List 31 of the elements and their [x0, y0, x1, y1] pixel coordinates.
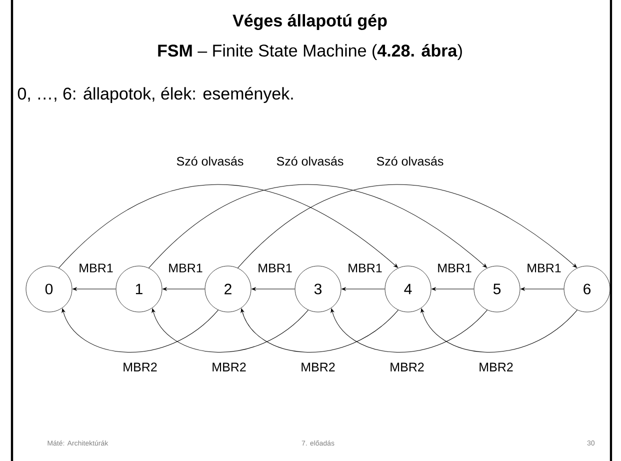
- body-text: 0, …, 6: állapotok, élek: események.: [18, 86, 293, 104]
- arrow: [342, 287, 386, 291]
- arrow: [162, 287, 206, 291]
- edge-label: MBR1: [167, 262, 204, 274]
- arrow: [148, 184, 487, 268]
- edge-label: MBR2: [388, 362, 426, 372]
- edge-label: Szó olvasás: [375, 155, 445, 167]
- arrow: [238, 184, 577, 268]
- arrow: [62, 308, 218, 352]
- subtitle: FSM – Finite State Machine (4.28. ábra): [158, 44, 462, 60]
- edge-label: MBR1: [346, 262, 384, 274]
- edge-label: Szó olvasás: [175, 155, 245, 167]
- edge-label: MBR2: [300, 362, 336, 372]
- arrow: [520, 287, 564, 291]
- edge-label: MBR2: [478, 362, 514, 372]
- edge-label: MBR1: [526, 262, 562, 274]
- arrow: [58, 184, 398, 268]
- edge-label: MBR2: [210, 362, 248, 372]
- edge-label: Szó olvasás: [275, 155, 345, 167]
- arrow: [152, 308, 308, 352]
- slide-title: Véges állapotú gép: [232, 14, 387, 30]
- arrow: [432, 287, 474, 291]
- edge-label: MBR2: [122, 362, 158, 372]
- arrow: [420, 308, 578, 352]
- edge-label: MBR1: [78, 262, 114, 274]
- arrow: [330, 308, 488, 352]
- arrow: [252, 287, 296, 291]
- arrow: [72, 287, 116, 291]
- arrow: [240, 308, 398, 352]
- edge-label: MBR1: [436, 262, 473, 274]
- edge-label: MBR1: [256, 262, 294, 274]
